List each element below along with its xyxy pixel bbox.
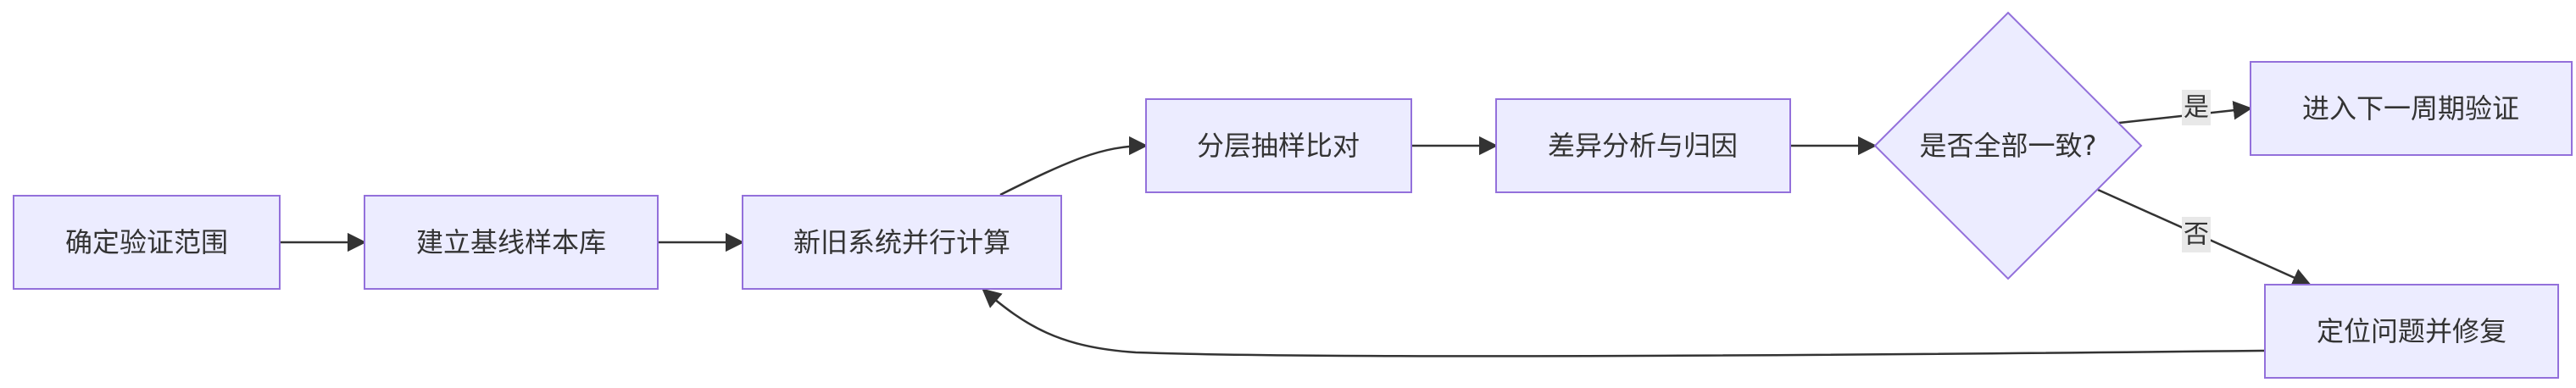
node-all-consistent-decision: 是否全部一致? bbox=[1873, 11, 2143, 280]
node-stratified-compare: 分层抽样比对 bbox=[1145, 98, 1412, 193]
node-all-consistent-label: 是否全部一致? bbox=[1920, 130, 2097, 162]
node-build-baseline-label: 建立基线样本库 bbox=[416, 226, 606, 258]
node-parallel-compute: 新旧系统并行计算 bbox=[742, 195, 1062, 290]
node-parallel-compute-label: 新旧系统并行计算 bbox=[793, 226, 1010, 258]
node-locate-fix-label: 定位问题并修复 bbox=[2317, 315, 2506, 347]
edge-label-no-text: 否 bbox=[2184, 220, 2209, 250]
node-diff-analysis: 差异分析与归因 bbox=[1495, 98, 1791, 193]
node-stratified-compare-label: 分层抽样比对 bbox=[1197, 130, 1360, 162]
edge-label-yes: 是 bbox=[2182, 90, 2211, 125]
edge-parallel-to-stratified bbox=[999, 136, 1149, 197]
edge-fix-to-parallel bbox=[982, 288, 2266, 358]
node-confirm-scope: 确定验证范围 bbox=[13, 195, 281, 290]
node-diff-analysis-label: 差异分析与归因 bbox=[1548, 130, 1738, 162]
node-next-cycle-label: 进入下一周期验证 bbox=[2302, 92, 2519, 125]
edge-label-no: 否 bbox=[2182, 217, 2211, 252]
node-locate-fix: 定位问题并修复 bbox=[2264, 284, 2559, 379]
node-next-cycle: 进入下一周期验证 bbox=[2250, 61, 2573, 156]
edge-label-yes-text: 是 bbox=[2184, 93, 2209, 123]
node-build-baseline: 建立基线样本库 bbox=[364, 195, 659, 290]
node-confirm-scope-label: 确定验证范围 bbox=[65, 226, 228, 258]
